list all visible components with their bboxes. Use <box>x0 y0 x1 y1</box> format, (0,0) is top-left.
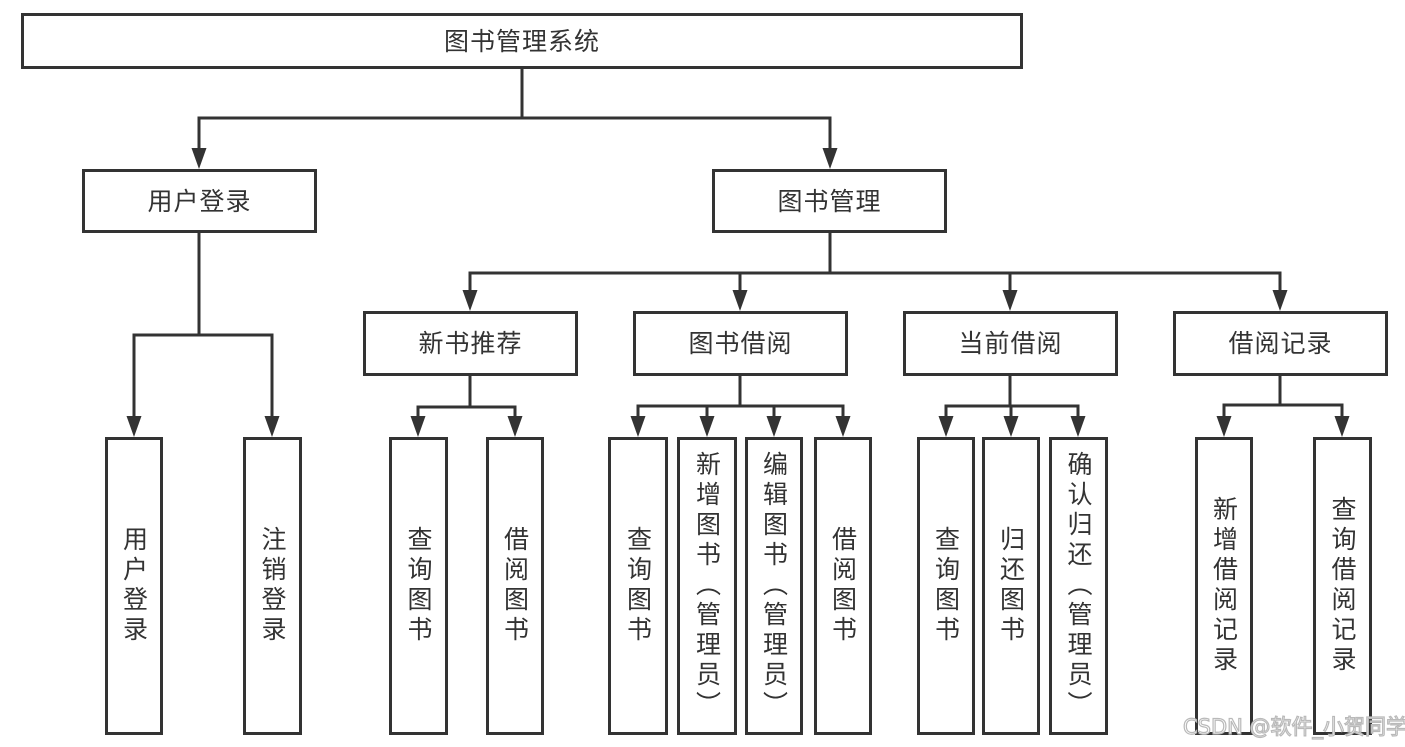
leaf-label: 归还图书 <box>996 526 1026 646</box>
leaf-label: 借阅图书 <box>500 526 530 646</box>
leaf-add-books-admin: 新增图书（管理员） <box>677 437 737 735</box>
leaf-query-books-recommend: 查询图书 <box>389 437 448 735</box>
leaf-query-books-current: 查询图书 <box>917 437 975 735</box>
leaf-label: 查询图书 <box>931 526 961 646</box>
node-new-book-recommend: 新书推荐 <box>363 311 578 376</box>
node-book-management: 图书管理 <box>712 169 947 233</box>
leaf-label: 新增借阅记录 <box>1209 496 1239 676</box>
leaf-label: 借阅图书 <box>828 526 858 646</box>
leaf-label: 编辑图书（管理员） <box>759 451 789 721</box>
node-current-borrowing: 当前借阅 <box>903 311 1118 376</box>
node-label: 图书借阅 <box>688 329 793 358</box>
leaf-label: 注销登录 <box>258 526 287 646</box>
leaf-edit-books-admin: 编辑图书（管理员） <box>745 437 803 735</box>
leaf-logout: 注销登录 <box>243 437 302 735</box>
leaf-borrow-books: 借阅图书 <box>814 437 872 735</box>
node-root-library-system: 图书管理系统 <box>21 13 1023 69</box>
leaf-label: 查询借阅记录 <box>1328 496 1357 676</box>
node-label: 当前借阅 <box>958 329 1063 358</box>
node-label: 借阅记录 <box>1228 329 1333 358</box>
leaf-borrow-books-recommend: 借阅图书 <box>486 437 544 735</box>
csdn-watermark: CSDN @软件_小贺同学 <box>1182 714 1405 739</box>
leaf-label: 查询图书 <box>623 526 653 646</box>
leaf-add-borrow-record: 新增借阅记录 <box>1195 437 1253 735</box>
leaf-query-borrow-record: 查询借阅记录 <box>1313 437 1372 735</box>
node-label: 图书管理 <box>777 186 882 216</box>
node-book-borrowing: 图书借阅 <box>633 311 848 376</box>
node-borrowing-records: 借阅记录 <box>1173 311 1388 376</box>
leaf-query-books-borrowing: 查询图书 <box>608 437 668 735</box>
node-user-login: 用户登录 <box>82 169 317 233</box>
node-label: 用户登录 <box>147 186 252 216</box>
leaf-confirm-return-admin: 确认归还（管理员） <box>1049 437 1108 735</box>
leaf-label: 用户登录 <box>119 526 149 646</box>
leaf-user-login: 用户登录 <box>105 437 163 735</box>
leaf-return-books: 归还图书 <box>982 437 1040 735</box>
node-label: 图书管理系统 <box>443 26 600 56</box>
leaf-label: 确认归还（管理员） <box>1064 451 1093 721</box>
leaf-label: 新增图书（管理员） <box>692 451 722 721</box>
node-label: 新书推荐 <box>418 329 523 358</box>
leaf-label: 查询图书 <box>404 526 433 646</box>
